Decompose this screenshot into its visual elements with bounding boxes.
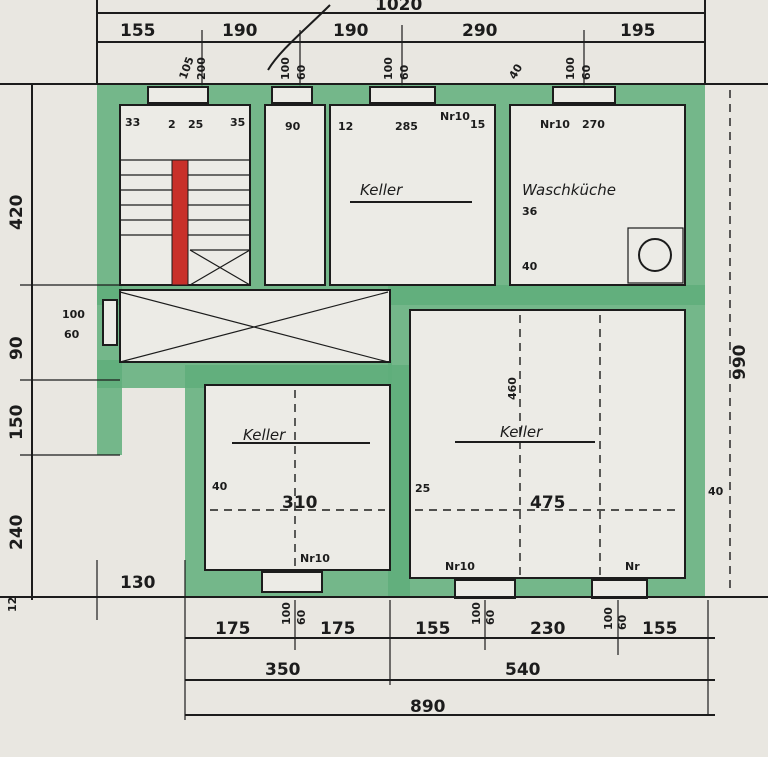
svg-text:25: 25 [188,118,203,131]
washing-machine-box [627,227,684,284]
room-waschkueche [509,104,686,286]
dim-left-2: 90 [7,336,27,360]
windows [102,86,648,599]
svg-text:Nr10: Nr10 [300,552,330,565]
svg-text:460: 460 [506,377,519,400]
svg-text:40: 40 [708,485,724,498]
svg-text:60: 60 [580,64,593,80]
left-window-dim-1: 100 [62,308,85,321]
svg-text:105: 105 [177,55,197,81]
dim-bottom-2: 175 [320,619,356,639]
svg-text:36: 36 [522,205,538,218]
svg-text:35: 35 [230,116,245,129]
svg-text:Nr10: Nr10 [440,110,470,123]
svg-text:25: 25 [415,482,430,495]
dim-bottom-5: 155 [642,619,678,639]
dim-left-3: 150 [7,404,27,440]
svg-text:90: 90 [285,120,301,133]
svg-text:285: 285 [395,120,418,133]
dim-right-total: 990 [730,344,750,380]
top-dimension-lines [0,0,768,105]
dim-left-1: 420 [7,194,27,230]
svg-text:100: 100 [280,602,293,625]
room-keller-bottom-right [409,309,686,579]
bottom-window-dims: 100 60 100 60 100 60 [280,602,629,630]
svg-text:270: 270 [582,118,605,131]
interior-dims: 33 2 25 35 90 12 285 15 Nr10 Nr10 Nr10 N… [125,110,724,573]
svg-text:60: 60 [295,609,308,625]
label-keller-top: Keller [360,181,403,199]
dim-bottom-3: 155 [415,619,451,639]
left-window-dim-2: 60 [64,328,80,341]
dashed-lines [210,90,731,590]
svg-text:Nr: Nr [625,560,640,573]
hallway-cross [119,291,389,363]
svg-text:40: 40 [212,480,228,493]
room-keller-top [329,104,496,286]
dim-top-2: 190 [222,21,258,41]
label-waschkueche: Waschküche [522,181,616,199]
left-dimension-lines [0,85,768,720]
dim-left-5: 12 [6,597,19,612]
dim-top-5: 195 [620,21,656,41]
dim-top-4: 290 [462,21,498,41]
svg-text:100: 100 [564,57,577,80]
dim-left-4: 240 [7,514,27,550]
top-window-dims: 105 200 100 60 100 60 100 60 40 [177,55,593,82]
svg-text:60: 60 [484,609,497,625]
chimney [171,159,189,286]
svg-text:40: 40 [522,260,538,273]
dim-top-total: 1020 [375,0,422,15]
bottom-dimension-lines [185,600,715,716]
svg-text:100: 100 [470,602,483,625]
dim-bottom-4: 230 [530,619,566,639]
svg-text:40: 40 [506,61,525,81]
svg-text:200: 200 [195,57,208,80]
narrow-room [264,104,326,286]
svg-text:Nr10: Nr10 [445,560,475,573]
svg-text:Nr10: Nr10 [540,118,570,131]
svg-text:33: 33 [125,116,140,129]
svg-text:100: 100 [382,57,395,80]
svg-text:100: 100 [602,607,615,630]
washing-machine [638,238,672,272]
dim-bottom-1: 175 [215,619,251,639]
svg-text:12: 12 [338,120,353,133]
dim-top-1: 155 [120,21,156,41]
dim-bottom-left-room: 310 [282,493,318,513]
room-keller-bottom-left [204,384,391,571]
label-keller-bottom-right: Keller [500,423,543,441]
svg-text:15: 15 [470,118,485,131]
dim-bottom-540: 540 [505,660,541,680]
svg-text:60: 60 [616,614,629,630]
svg-text:100: 100 [279,57,292,80]
dim-top-3: 190 [333,21,369,41]
svg-text:60: 60 [295,64,308,80]
dim-bottom-right-room: 475 [530,493,566,513]
dim-left-bottom: 130 [120,573,156,593]
svg-text:60: 60 [398,64,411,80]
label-keller-bottom-left: Keller [243,426,286,444]
svg-text:2: 2 [168,118,176,131]
dim-bottom-total: 890 [410,697,446,717]
dim-bottom-350: 350 [265,660,301,680]
